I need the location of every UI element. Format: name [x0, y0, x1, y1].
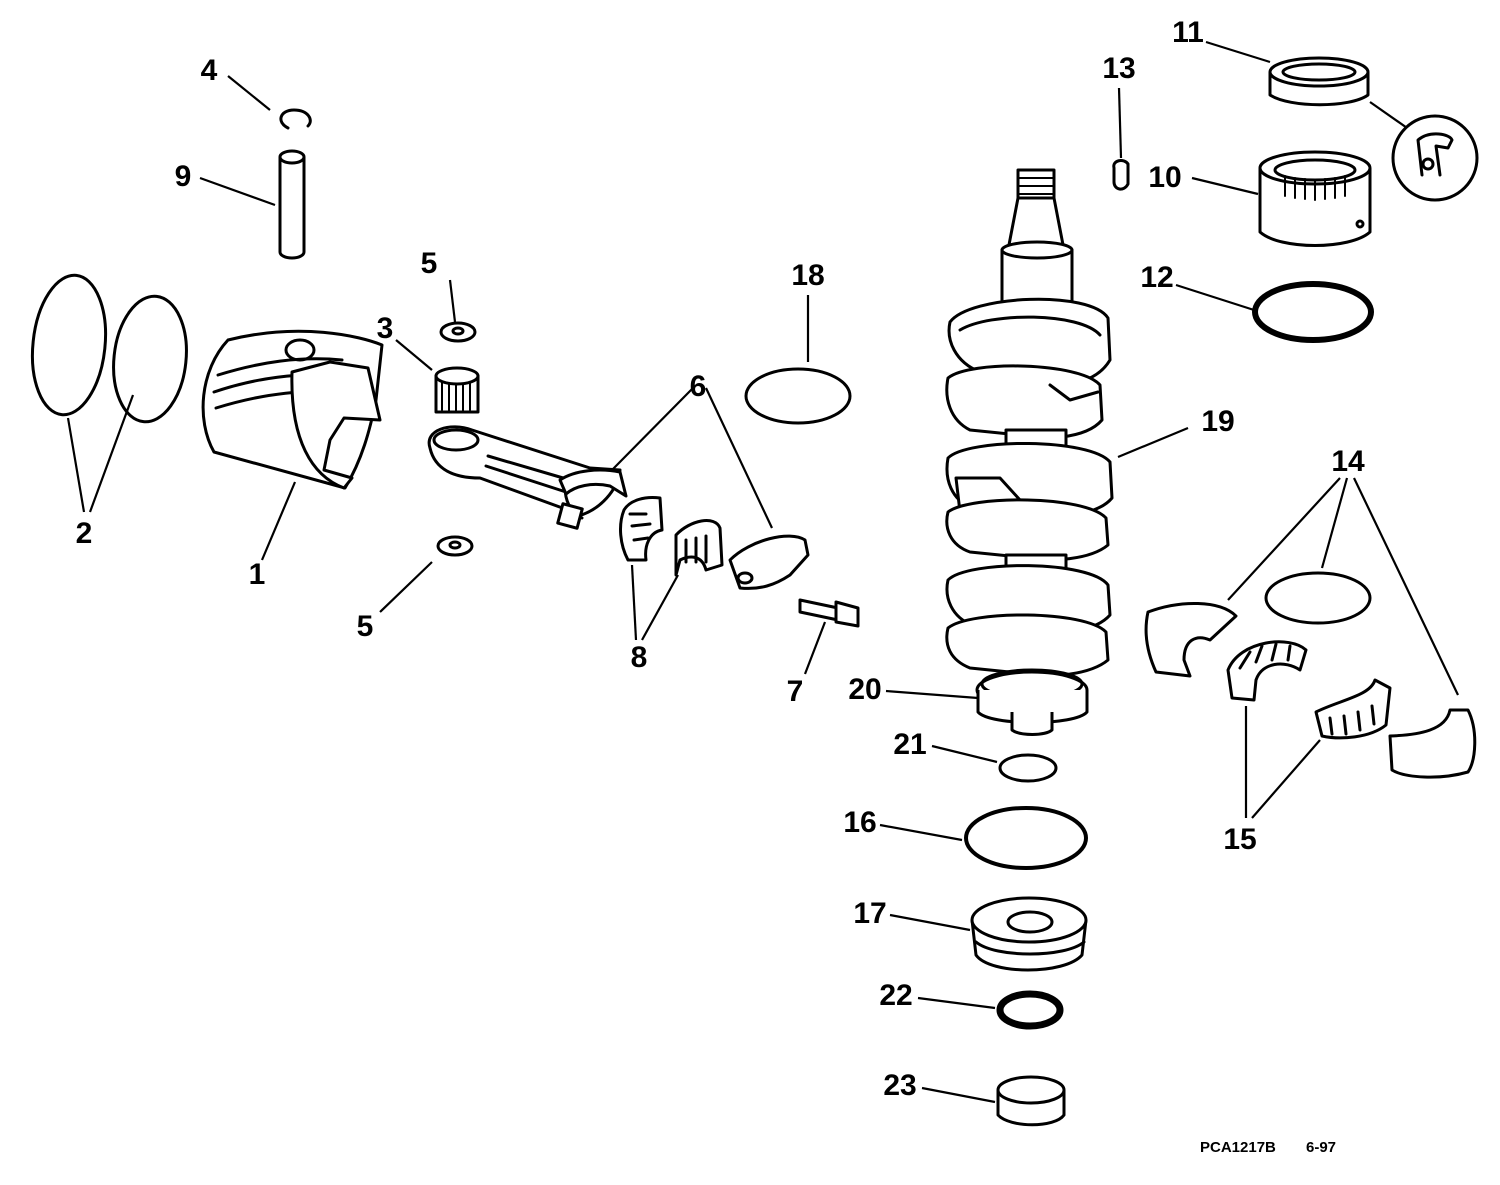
retaining-ring-part-21	[998, 753, 1058, 783]
drawing-date: 6-97	[1306, 1139, 1337, 1156]
main-needle-bearings-part-15	[1226, 640, 1392, 740]
woodruff-key-part-13	[1112, 159, 1130, 191]
piston-rings-part-2	[30, 273, 188, 424]
callout-9: 9	[174, 160, 192, 193]
callout-2: 2	[75, 517, 93, 550]
callout-4: 4	[200, 54, 218, 87]
callout-5-top: 5	[420, 247, 438, 280]
roller-bearing-part-10	[1258, 150, 1372, 247]
rod-cap-part-6	[728, 534, 810, 590]
retaining-clip-part-4	[279, 108, 312, 130]
callout-13: 13	[1102, 52, 1136, 85]
callout-5-bottom: 5	[356, 610, 374, 643]
callout-3: 3	[376, 312, 394, 345]
seal-part-11	[1268, 56, 1370, 107]
main-bearing-halves-part-14	[1144, 571, 1477, 779]
callout-21: 21	[893, 728, 927, 761]
callout-19: 19	[1201, 405, 1235, 438]
needle-bearing-part-3	[434, 366, 480, 414]
o-ring-part-12	[1252, 281, 1374, 343]
oil-seal-part-22	[996, 990, 1064, 1030]
bearing-housing-part-17	[970, 896, 1088, 972]
drawing-code: PCA1217B	[1200, 1139, 1276, 1156]
callout-17: 17	[853, 897, 887, 930]
piston-pin-part-9	[278, 149, 306, 260]
callout-10: 10	[1148, 161, 1182, 194]
piston-part-1	[201, 329, 384, 490]
connecting-rod-part-6	[427, 425, 628, 530]
callout-15: 15	[1223, 823, 1257, 856]
rod-bearing-halves-part-8	[619, 496, 724, 577]
o-ring-part-16	[964, 806, 1088, 870]
sleeve-part-23	[996, 1075, 1066, 1127]
callout-20: 20	[848, 673, 882, 706]
callout-18: 18	[791, 259, 825, 292]
o-ring-part-18	[744, 367, 852, 425]
rod-bolt-part-7	[798, 598, 860, 628]
thrust-washer-part-5-top	[439, 321, 477, 343]
thrust-washer-part-5-bottom	[436, 535, 474, 557]
callout-11: 11	[1172, 16, 1204, 49]
bearing-detail-inset	[1391, 114, 1479, 202]
crankshaft-part-19	[945, 168, 1114, 736]
callout-1: 1	[248, 558, 266, 591]
callout-7: 7	[786, 675, 804, 708]
callout-8: 8	[630, 641, 648, 674]
callout-22: 22	[879, 979, 913, 1012]
leader-lines	[66, 40, 1459, 1104]
callout-23: 23	[883, 1069, 917, 1102]
callout-14: 14	[1331, 445, 1365, 478]
callout-16: 16	[843, 806, 877, 839]
callout-12: 12	[1140, 261, 1174, 294]
callout-6: 6	[689, 370, 707, 403]
